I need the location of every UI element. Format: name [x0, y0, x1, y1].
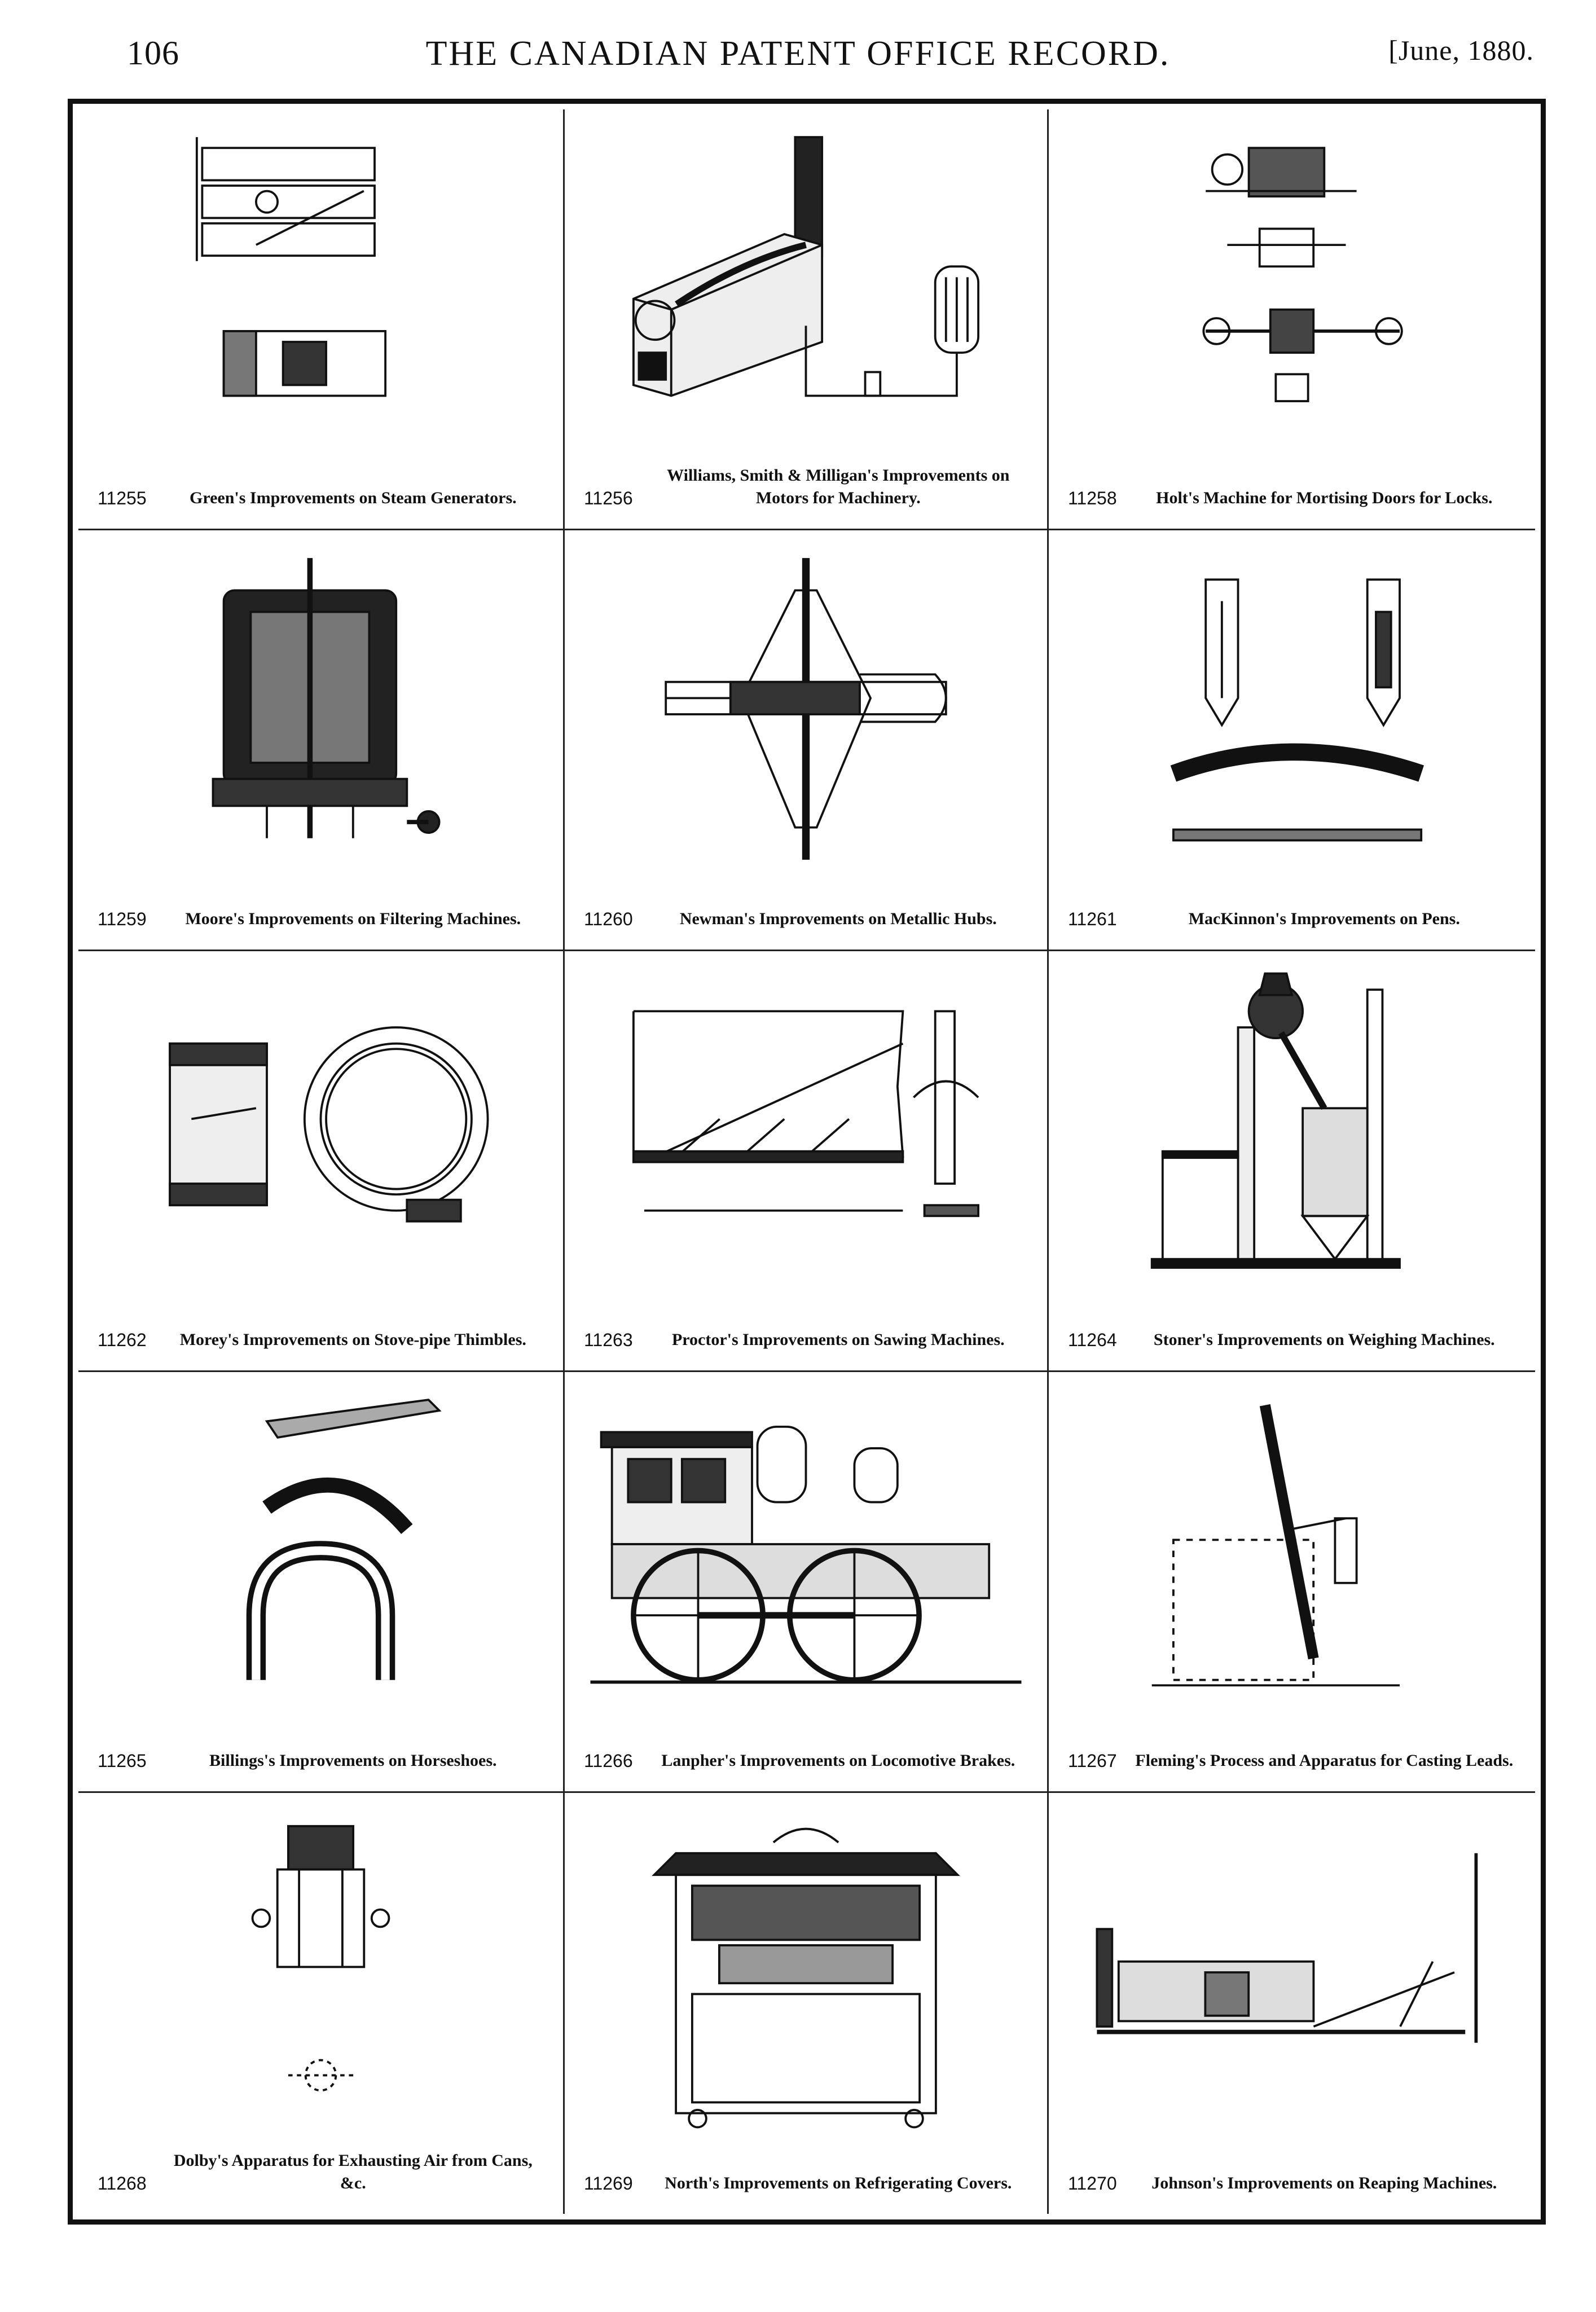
- patent-number: 11263: [584, 1330, 633, 1350]
- reaping-machine-drawing: [1071, 1810, 1513, 2135]
- patent-number: 11264: [1068, 1330, 1117, 1350]
- patent-cell-11263: 11263 Proctor's Improvements on Sawing Ma…: [565, 951, 1049, 1372]
- patent-number: 11260: [584, 909, 633, 929]
- patent-caption: Moore's Improvements on Filtering Machin…: [185, 909, 521, 928]
- mortising-machine-drawing: [1071, 126, 1513, 450]
- patent-cell-11256: 11256 Williams, Smith & Milligan's Improv…: [565, 109, 1049, 530]
- patent-plate-frame: 11255 Green's Improvements on Steam Gener…: [68, 99, 1546, 2225]
- patent-cell-11261: 11261 MacKinnon's Improvements on Pens.: [1049, 530, 1535, 951]
- patent-number: 11255: [98, 488, 147, 508]
- patent-cell-11264: 11264 Stoner's Improvements on Weighing M…: [1049, 951, 1535, 1372]
- patent-number: 11269: [584, 2173, 633, 2194]
- patent-caption: Fleming's Process and Apparatus for Cast…: [1135, 1751, 1514, 1770]
- patent-number: 11262: [98, 1330, 147, 1350]
- refrigerating-cover-drawing: [587, 1810, 1025, 2135]
- filtering-machine-drawing: [101, 547, 540, 871]
- patent-caption: Green's Improvements on Steam Generators…: [189, 489, 517, 507]
- patent-caption: Stoner's Improvements on Weighing Machin…: [1153, 1330, 1495, 1349]
- patent-caption: Holt's Machine for Mortising Doors for L…: [1156, 489, 1493, 507]
- patent-cell-11260: 11260 Newman's Improvements on Metallic H…: [565, 530, 1049, 951]
- horseshoe-drawing: [101, 1389, 540, 1712]
- weighing-machine-drawing: [1071, 968, 1513, 1291]
- patent-caption: Johnson's Improvements on Reaping Machin…: [1151, 2174, 1497, 2192]
- patent-cell-11268: 11268 Dolby's Apparatus for Exhausting Ai…: [78, 1793, 565, 2214]
- stove-pipe-thimble-drawing: [101, 968, 540, 1291]
- patent-number: 11265: [98, 1751, 147, 1771]
- patent-caption: Lanpher's Improvements on Locomotive Bra…: [661, 1751, 1015, 1770]
- patent-number: 11259: [98, 909, 147, 929]
- locomotive-drawing: [587, 1389, 1025, 1712]
- patent-cell-11255: 11255 Green's Improvements on Steam Gener…: [78, 109, 565, 530]
- issue-date: [June, 1880.: [1388, 34, 1534, 66]
- sawing-machine-drawing: [587, 968, 1025, 1291]
- patent-caption: Proctor's Improvements on Sawing Machine…: [671, 1330, 1005, 1349]
- patent-caption: Dolby's Apparatus for Exhausting Air fro…: [173, 2151, 533, 2192]
- patent-number: 11266: [584, 1751, 633, 1771]
- casting-leads-drawing: [1071, 1389, 1513, 1712]
- patent-cell-11265: 11265 Billings's Improvements on Horsesho…: [78, 1372, 565, 1793]
- patent-caption: MacKinnon's Improvements on Pens.: [1188, 909, 1460, 928]
- patent-cell-11262: 11262 Morey's Improvements on Stove-pipe …: [78, 951, 565, 1372]
- patent-number: 11261: [1068, 909, 1117, 929]
- patent-number: 11258: [1068, 488, 1117, 508]
- patent-number: 11256: [584, 488, 633, 508]
- patent-caption: Billings's Improvements on Horseshoes.: [209, 1751, 497, 1770]
- steam-generator-drawing: [101, 126, 540, 450]
- patent-cell-11269: 11269 North's Improvements on Refrigerati…: [565, 1793, 1049, 2214]
- patent-number: 11267: [1068, 1751, 1117, 1771]
- patent-caption: North's Improvements on Refrigerating Co…: [665, 2174, 1012, 2192]
- patent-grid: 11255 Green's Improvements on Steam Gener…: [78, 109, 1535, 2214]
- exhausting-air-apparatus-drawing: [101, 1810, 540, 2135]
- patent-number: 11270: [1068, 2173, 1117, 2194]
- patent-number: 11268: [98, 2173, 147, 2194]
- pen-drawing: [1071, 547, 1513, 871]
- patent-cell-11270: 11270 Johnson's Improvements on Reaping M…: [1049, 1793, 1535, 2214]
- patent-caption: Morey's Improvements on Stove-pipe Thimb…: [179, 1330, 526, 1349]
- patent-cell-11258: 11258 Holt's Machine for Mortising Doors …: [1049, 109, 1535, 530]
- page-title: THE CANADIAN PATENT OFFICE RECORD.: [425, 34, 1171, 73]
- patent-cell-11259: 11259 Moore's Improvements on Filtering M…: [78, 530, 565, 951]
- motor-machinery-drawing: [587, 126, 1025, 450]
- page-number: 106: [127, 34, 179, 72]
- patent-cell-11266: 11266 Lanpher's Improvements on Locomotiv…: [565, 1372, 1049, 1793]
- metallic-hub-drawing: [587, 547, 1025, 871]
- patent-caption: Williams, Smith & Milligan's Improvement…: [667, 466, 1010, 507]
- patent-caption: Newman's Improvements on Metallic Hubs.: [679, 909, 997, 928]
- patent-cell-11267: 11267 Fleming's Process and Apparatus for…: [1049, 1372, 1535, 1793]
